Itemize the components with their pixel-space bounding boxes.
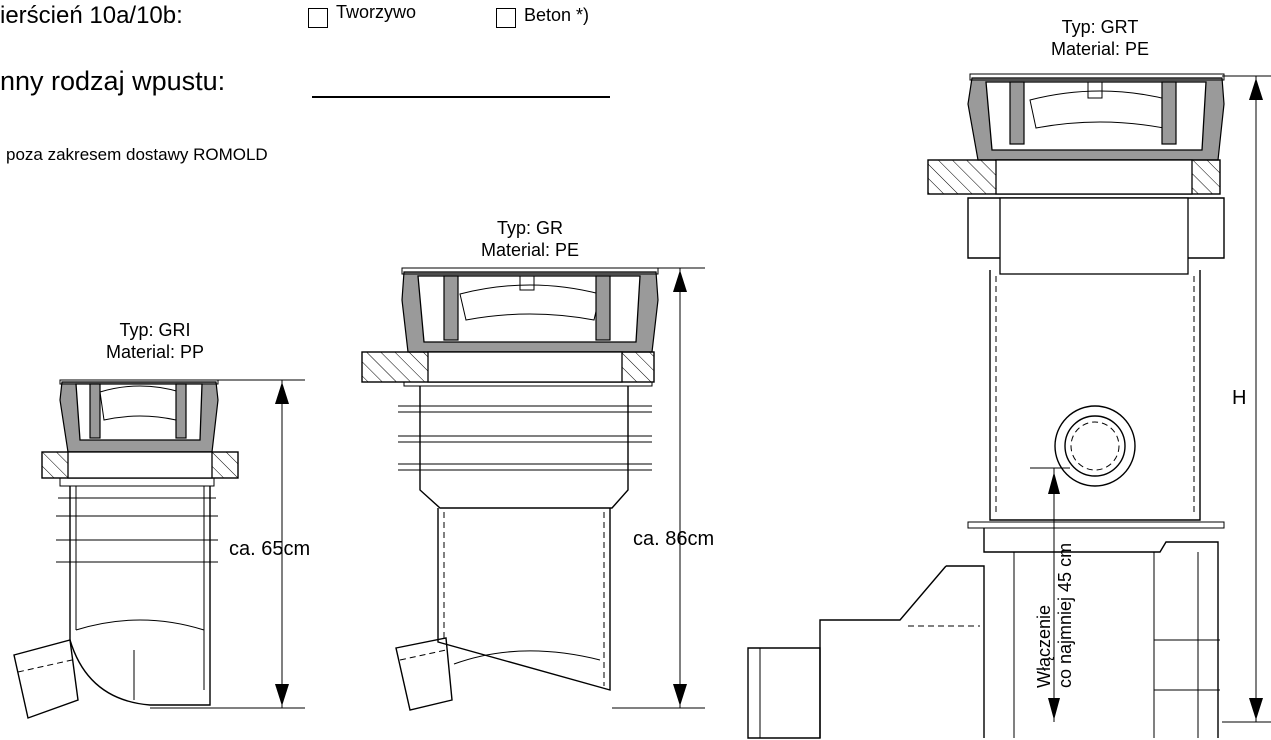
gri-labels: Typ: GRI Material: PP — [60, 320, 250, 363]
gr-type: Typ: GR — [496, 218, 563, 238]
gri-material: Material: PP — [105, 341, 205, 362]
grt-height-label: H — [1232, 387, 1247, 409]
gri-drawing — [13, 379, 305, 719]
grt-material: Material: PE — [1050, 38, 1150, 59]
concrete-checkbox[interactable] — [496, 8, 516, 28]
grt-drawing — [747, 73, 1271, 739]
gr-drawing — [361, 267, 705, 711]
gr-height-label: ca. 86cm — [633, 528, 715, 550]
concrete-option-label: Beton *) — [524, 5, 590, 25]
gr-labels: Typ: GR Material: PE — [430, 218, 630, 261]
gr-material: Material: PE — [480, 239, 580, 260]
gri-height-label: ca. 65cm — [229, 538, 311, 560]
other-inlet-input-line[interactable] — [312, 96, 610, 98]
footnote: poza zakresem dostawy ROMOLD — [6, 145, 268, 164]
gri-type: Typ: GRI — [119, 320, 191, 340]
plastic-option-label: Tworzywo — [336, 2, 417, 22]
other-inlet-label: nny rodzaj wpustu: — [0, 66, 226, 96]
grt-type: Typ: GRT — [1061, 17, 1139, 37]
plastic-checkbox[interactable] — [308, 8, 328, 28]
grt-labels: Typ: GRT Material: PE — [1000, 17, 1200, 60]
ring-label: ierścień 10a/10b: — [0, 2, 183, 29]
